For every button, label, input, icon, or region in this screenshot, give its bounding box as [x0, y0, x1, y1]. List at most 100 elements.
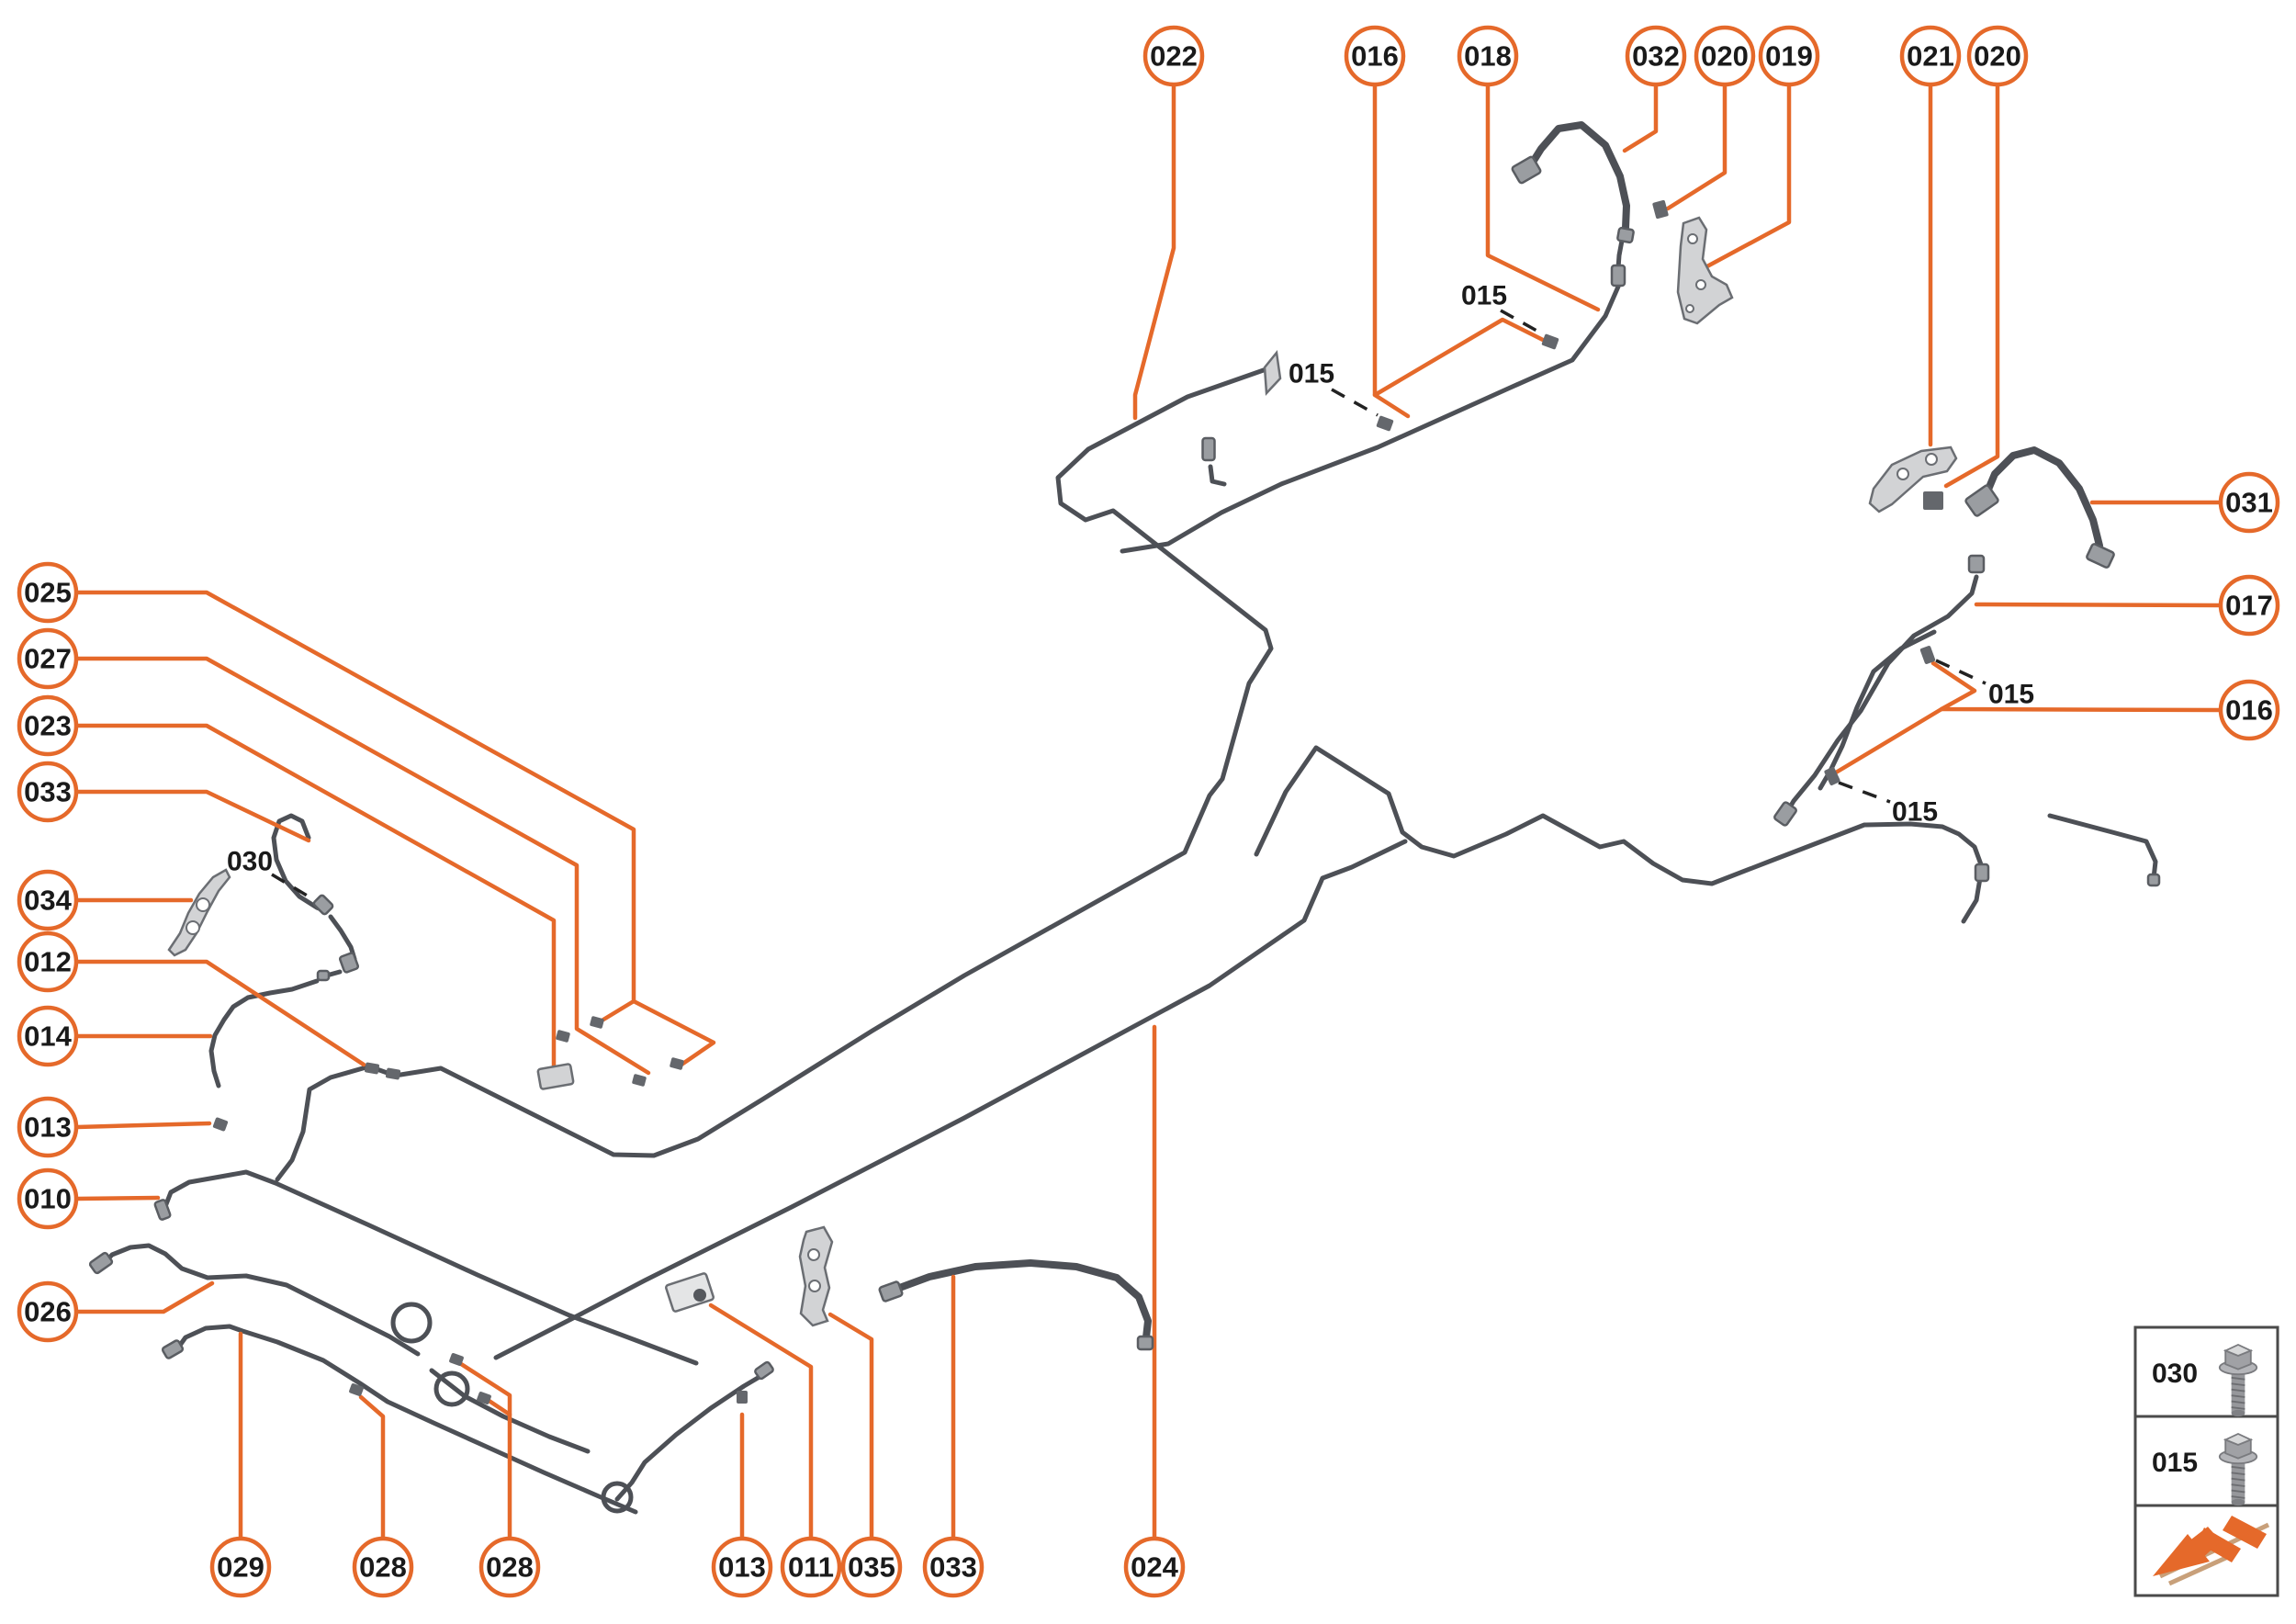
callout-label-027: 027	[24, 643, 72, 675]
leader-013-left	[74, 1121, 212, 1130]
callout-label-032: 032	[1632, 40, 1680, 73]
retainer-clip	[349, 1383, 364, 1396]
callout-033-left[interactable]: 033	[17, 761, 79, 823]
callout-032[interactable]: 032	[1625, 25, 1687, 87]
inline-label-030-left: 030	[227, 847, 273, 877]
leader-016-top	[1372, 82, 1411, 419]
retainer-clip	[590, 1016, 604, 1029]
callout-010[interactable]: 010	[17, 1167, 79, 1230]
callout-028-b[interactable]: 028	[478, 1536, 541, 1598]
retainer-clip	[364, 1062, 380, 1075]
callout-023[interactable]: 023	[17, 694, 79, 757]
callout-label-010: 010	[24, 1183, 72, 1215]
callout-label-016-right: 016	[2225, 694, 2273, 727]
leader-023	[74, 723, 557, 1071]
callout-029[interactable]: 029	[209, 1536, 272, 1598]
callout-033-bottom[interactable]: 033	[922, 1536, 985, 1598]
callout-label-020-a: 020	[1701, 40, 1749, 73]
retainer-clip	[1824, 766, 1840, 786]
callout-013-left[interactable]: 013	[17, 1096, 79, 1158]
leader-019	[1703, 82, 1792, 270]
callout-label-014: 014	[24, 1021, 72, 1053]
callout-label-024: 024	[1131, 1551, 1178, 1584]
callout-018[interactable]: 018	[1457, 25, 1519, 87]
callout-025[interactable]: 025	[17, 561, 79, 624]
leader-010	[74, 1195, 161, 1201]
callout-label-033-bottom: 033	[929, 1551, 977, 1584]
leader-026	[74, 1280, 215, 1314]
callout-019[interactable]: 019	[1758, 25, 1820, 87]
leader-035	[827, 1312, 874, 1541]
callout-leader-lines	[74, 82, 2223, 1541]
dashed-pointer-015-top-right	[1500, 309, 1548, 338]
callout-026[interactable]: 026	[17, 1280, 79, 1343]
retainer-clip	[1652, 199, 1669, 220]
part-glyphs	[88, 155, 2161, 1404]
callout-label-011: 011	[788, 1551, 834, 1584]
leader-016-right	[1930, 660, 2223, 713]
legend-row-015-label: 015	[2152, 1448, 2198, 1478]
leader-016-right	[1833, 706, 1944, 775]
bolt-icon	[2218, 1343, 2258, 1417]
callout-020-a[interactable]: 020	[1694, 25, 1756, 87]
callout-031[interactable]: 031	[2218, 471, 2280, 534]
callout-label-031: 031	[2225, 487, 2273, 519]
bolt-icon	[2218, 1432, 2258, 1506]
leader-025	[74, 590, 636, 1022]
callout-024[interactable]: 024	[1123, 1536, 1186, 1598]
callout-027[interactable]: 027	[17, 627, 79, 690]
callout-label-033-left: 033	[24, 776, 72, 808]
retainer-clip	[212, 1117, 229, 1132]
tube-fitting	[338, 952, 360, 974]
tube-fitting	[88, 1251, 114, 1275]
leader-020-b	[1943, 82, 2000, 489]
callout-label-028-a: 028	[359, 1551, 407, 1584]
retainer-clip	[556, 1030, 570, 1043]
callout-011[interactable]: 011	[780, 1536, 842, 1598]
callout-label-013-left: 013	[24, 1111, 72, 1144]
callout-016-top[interactable]: 016	[1344, 25, 1406, 87]
flag-clip	[1263, 349, 1282, 396]
leader-011	[708, 1303, 814, 1541]
callout-020-b[interactable]: 020	[1966, 25, 2029, 87]
callout-028-a[interactable]: 028	[352, 1536, 414, 1598]
tube-fitting	[312, 894, 334, 916]
retainer-clip	[737, 1391, 748, 1404]
tube-fitting	[1201, 436, 1216, 462]
callout-034[interactable]: 034	[17, 869, 79, 931]
callout-016-right[interactable]: 016	[2218, 679, 2280, 741]
callout-label-022: 022	[1150, 40, 1198, 73]
callout-021[interactable]: 021	[1899, 25, 1962, 87]
callout-012[interactable]: 012	[17, 930, 79, 993]
retainer-clip	[1919, 646, 1936, 664]
callout-label-017: 017	[2225, 590, 2273, 622]
inline-label-015-right-lower: 015	[1892, 797, 1938, 828]
callout-013-bottom[interactable]: 013	[711, 1536, 773, 1598]
callout-035[interactable]: 035	[840, 1536, 903, 1598]
leader-018	[1485, 82, 1601, 312]
inline-label-015-top-right: 015	[1461, 281, 1507, 311]
retainer-clip	[632, 1074, 647, 1087]
legend-box: 030 015	[2133, 1325, 2279, 1597]
callout-label-019: 019	[1765, 40, 1813, 73]
tube-fitting	[316, 969, 331, 982]
leader-025	[631, 998, 716, 1067]
callout-017[interactable]: 017	[2218, 574, 2280, 637]
tube-fitting	[153, 1199, 172, 1221]
callout-014[interactable]: 014	[17, 1005, 79, 1067]
leader-012	[74, 959, 366, 1067]
callout-label-028-b: 028	[486, 1551, 534, 1584]
callout-label-026: 026	[24, 1296, 72, 1328]
bracket-035	[798, 1225, 834, 1327]
dashed-pointer-015-right-lower	[1838, 781, 1891, 804]
tube-artwork	[100, 121, 2158, 1515]
tube-fitting	[1616, 226, 1635, 244]
callout-label-029: 029	[217, 1551, 264, 1584]
tube-fitting	[1511, 155, 1542, 185]
callout-bubbles: 022 016 018 032 020 019 021 020 031 017 016 025 027 0…	[17, 25, 2280, 1598]
callout-label-021: 021	[1907, 40, 1954, 73]
inline-label-015-right-upper: 015	[1988, 680, 2034, 710]
callout-022[interactable]: 022	[1142, 25, 1205, 87]
